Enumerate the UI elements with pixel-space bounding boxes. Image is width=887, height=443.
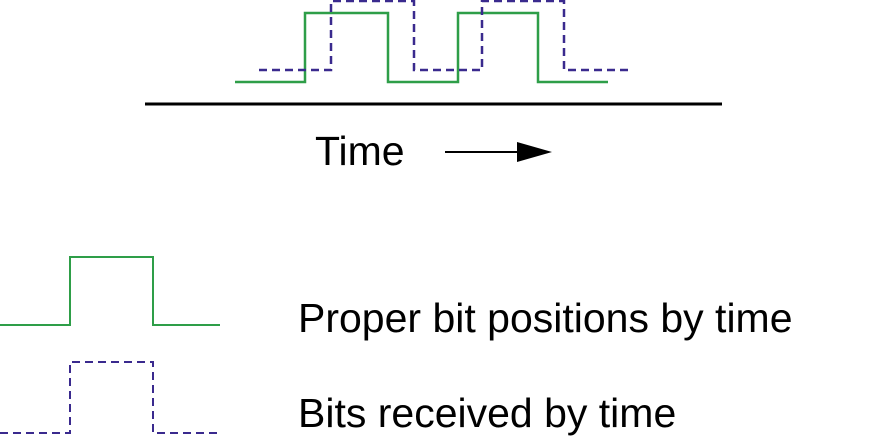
legend-proper-label: Proper bit positions by time [298,295,793,341]
legend-received-sample [0,361,220,434]
legend-received-label: Bits received by time [298,390,677,436]
proper-bit-waveform [235,11,608,84]
time-axis-label: Time [315,128,405,174]
received-bit-waveform [259,0,630,72]
legend-proper-sample [0,256,220,326]
time-arrow-head-icon [517,142,552,162]
